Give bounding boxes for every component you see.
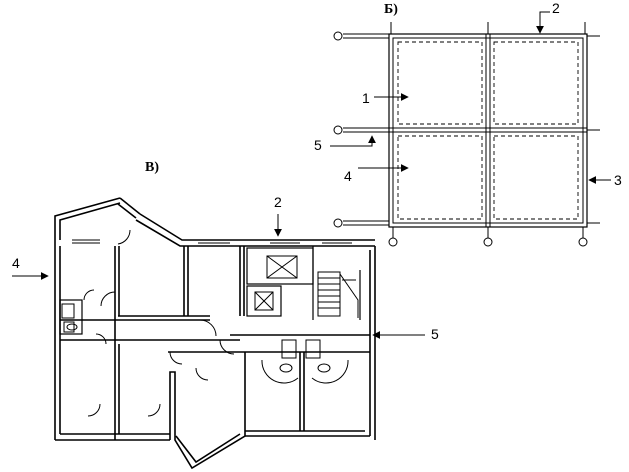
plan-b-axis-markers [333,31,588,247]
plan-b-callout-5: 5 [314,137,322,153]
plan-b-callout-1: 1 [362,90,370,106]
plan-v-title: В) [145,160,159,175]
plan-v-callout-2: 2 [274,194,282,210]
plan-b-callout-2: 2 [552,0,560,16]
door-swings [83,229,235,417]
bottom-windows [72,430,344,435]
elevator-shafts [254,255,298,311]
plan-b-title: Б) [384,2,398,17]
plan-b-callout-4: 4 [344,168,352,184]
plan-b-callout-3: 3 [614,172,622,188]
plan-v-callout-4: 4 [12,255,20,271]
staircase [317,271,359,318]
plan-b-frame [343,22,600,238]
plan-v-callout-5: 5 [431,326,439,342]
plan-v-arrows [12,214,425,339]
plan-b-arrows [330,11,611,184]
plan-v-walls [54,197,376,470]
bathroom-fixtures [61,303,349,384]
